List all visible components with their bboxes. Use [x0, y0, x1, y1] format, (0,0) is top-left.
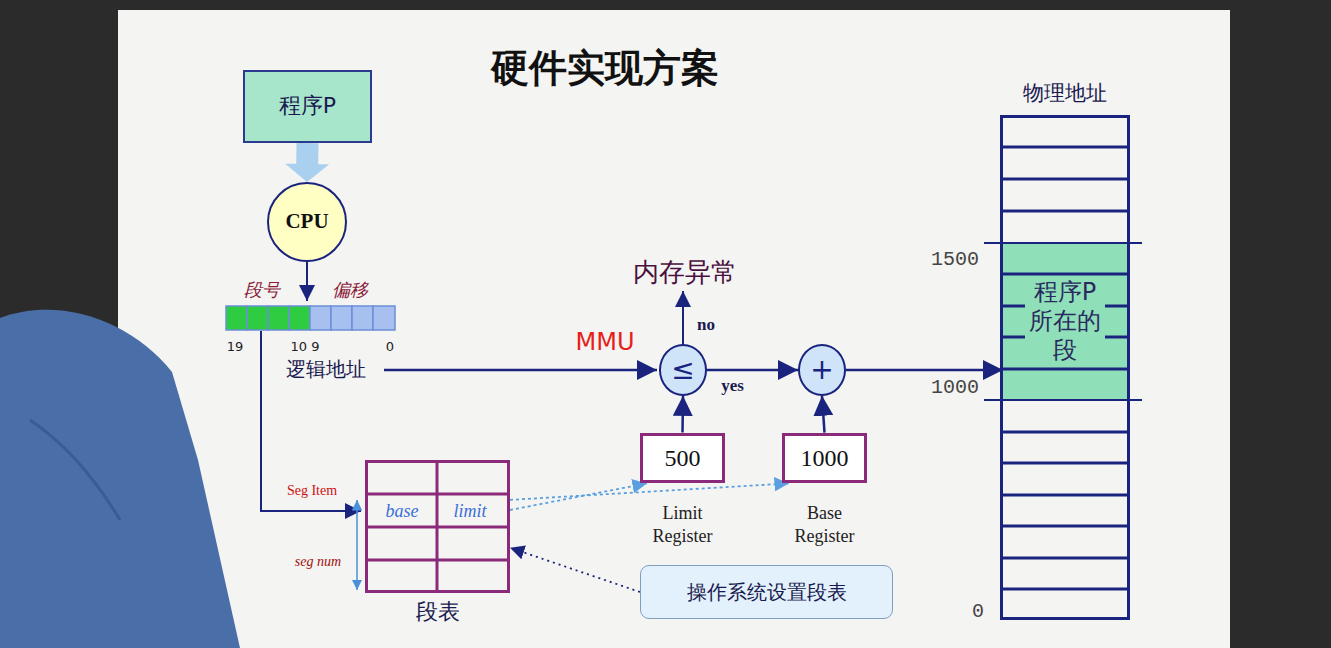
- field-name: 偏移: [332, 278, 368, 302]
- node-text: CPU: [285, 209, 328, 234]
- node-heading: 物理地址: [1023, 80, 1107, 106]
- node-text: ≤: [671, 353, 694, 387]
- exception-arrow: [682, 291, 684, 346]
- node-text: +: [810, 353, 833, 387]
- comparator-circle: ≤: [659, 344, 707, 396]
- exception-label: 内存异常: [633, 255, 737, 290]
- physical-memory: 物理地址程序P所在的段: [1000, 115, 1130, 620]
- address-label: 逻辑地址: [286, 356, 366, 383]
- node-text: 程序P所在的段: [1025, 278, 1105, 364]
- table-cell: limit: [453, 501, 486, 522]
- memory-grid: [1000, 147, 1130, 589]
- node-heading: Limit Register: [643, 502, 723, 547]
- branch-label: no: [697, 315, 715, 335]
- program-segment: 程序P所在的段: [1003, 243, 1127, 400]
- logical-address-wire: [384, 369, 657, 372]
- limit-register: 500Limit Register: [640, 433, 725, 484]
- block-arrow: [285, 143, 329, 182]
- node-heading: 段表: [416, 598, 460, 626]
- slide-title: 硬件实现方案: [491, 43, 719, 94]
- segment-table-grid: [365, 460, 510, 593]
- bit-index: 0: [386, 339, 394, 354]
- dimension-label: seg num: [295, 554, 341, 570]
- node-text: 程序P: [279, 93, 336, 119]
- address-ticks: [984, 243, 1142, 400]
- address-value: 0: [972, 600, 984, 623]
- bit-index: 10 9: [291, 339, 320, 354]
- node-text: 1000: [801, 444, 849, 473]
- seg-num-dimension: [356, 500, 358, 590]
- signal-arrow: [822, 396, 825, 433]
- presenter-fold: [30, 420, 120, 520]
- dotted-arrow: [510, 548, 640, 592]
- logical-address-bar: [226, 306, 395, 330]
- slide-background: [118, 10, 1230, 648]
- address-value: 1500: [931, 248, 979, 271]
- bit-index: 19: [227, 339, 244, 354]
- signal-arrow: [707, 369, 798, 372]
- field-name: 段号: [244, 278, 280, 302]
- signal-arrow: [681, 396, 684, 433]
- edge-label: yes: [719, 376, 746, 396]
- signal-arrow: [846, 369, 1003, 372]
- unit-name: MMU: [576, 328, 635, 356]
- node-text: 500: [665, 444, 701, 473]
- segment-fill: [1002, 243, 1128, 400]
- pointer-label: Seg Item: [287, 483, 337, 499]
- base-register: 1000Base Register: [782, 433, 867, 484]
- os-note-box: 操作系统设置段表: [640, 565, 893, 619]
- cpu-output-arrow: [306, 262, 308, 301]
- cpu-circle: CPU: [267, 182, 347, 262]
- node-heading: Base Register: [785, 502, 865, 547]
- address-value: 1000: [931, 376, 979, 399]
- program-box: 程序P: [243, 70, 372, 143]
- node-text: 操作系统设置段表: [687, 580, 847, 604]
- segment-table: 段表: [365, 460, 510, 593]
- dotted-arrow: [510, 483, 789, 500]
- presenter-figure: [0, 310, 240, 648]
- table-cell: base: [386, 501, 419, 522]
- adder-circle: +: [798, 344, 846, 396]
